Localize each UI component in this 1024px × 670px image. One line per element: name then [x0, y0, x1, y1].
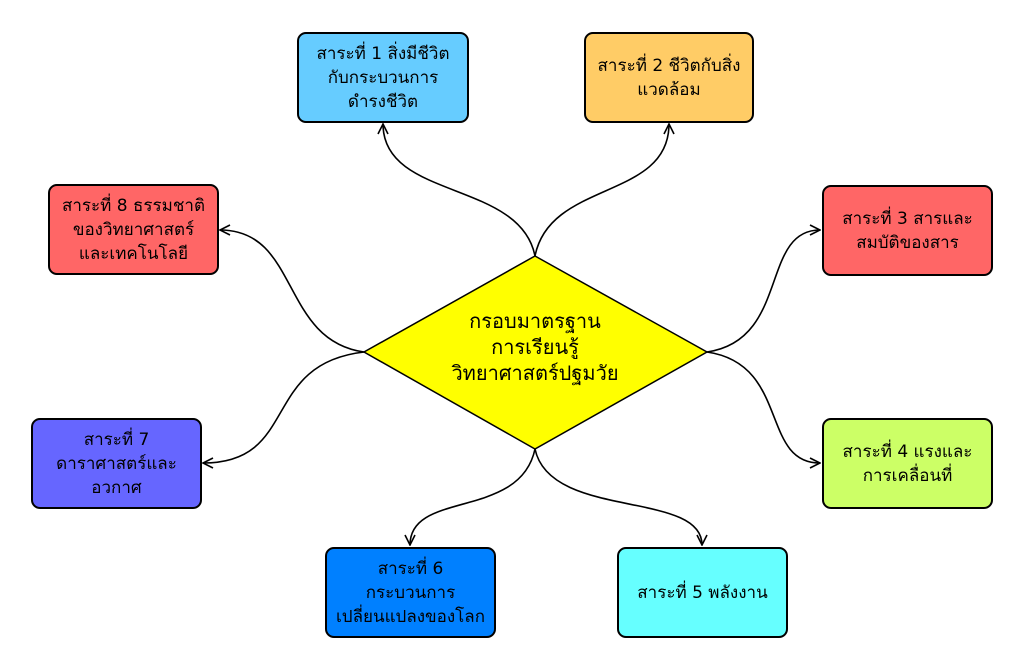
- connector-topic-1: [383, 124, 536, 257]
- topic-1-box: สาระที่ 1 สิ่งมีชีวิต กับกระบวนการ ดำรงช…: [297, 32, 469, 123]
- topic-6-box: สาระที่ 6 กระบวนการ เปลี่ยนแปลงของโลก: [325, 547, 496, 638]
- connector-topic-7: [203, 351, 365, 463]
- center-label: กรอบมาตรฐาน การเรียนรู้ วิทยาศาสตร์ปฐมวั…: [451, 309, 619, 385]
- topic-7-box: สาระที่ 7 ดาราศาสตร์และ อวกาศ: [31, 418, 202, 509]
- topic-5-box: สาระที่ 5 พลังงาน: [617, 547, 788, 638]
- connector-topic-8: [220, 230, 365, 353]
- connector-topic-4: [706, 351, 820, 463]
- connector-topic-5: [534, 448, 702, 545]
- connector-topic-3: [706, 230, 820, 353]
- connector-topic-6: [410, 448, 536, 545]
- topic-3-box: สาระที่ 3 สารและ สมบัติของสาร: [822, 185, 993, 276]
- connector-topic-2: [534, 124, 669, 257]
- topic-4-box: สาระที่ 4 แรงและ การเคลื่อนที่: [822, 418, 993, 509]
- topic-8-box: สาระที่ 8 ธรรมชาติ ของวิทยาศาสตร์ และเทค…: [48, 184, 219, 275]
- topic-2-box: สาระที่ 2 ชีวิตกับสิ่ง แวดล้อม: [584, 32, 754, 123]
- center-diamond: [362, 255, 709, 450]
